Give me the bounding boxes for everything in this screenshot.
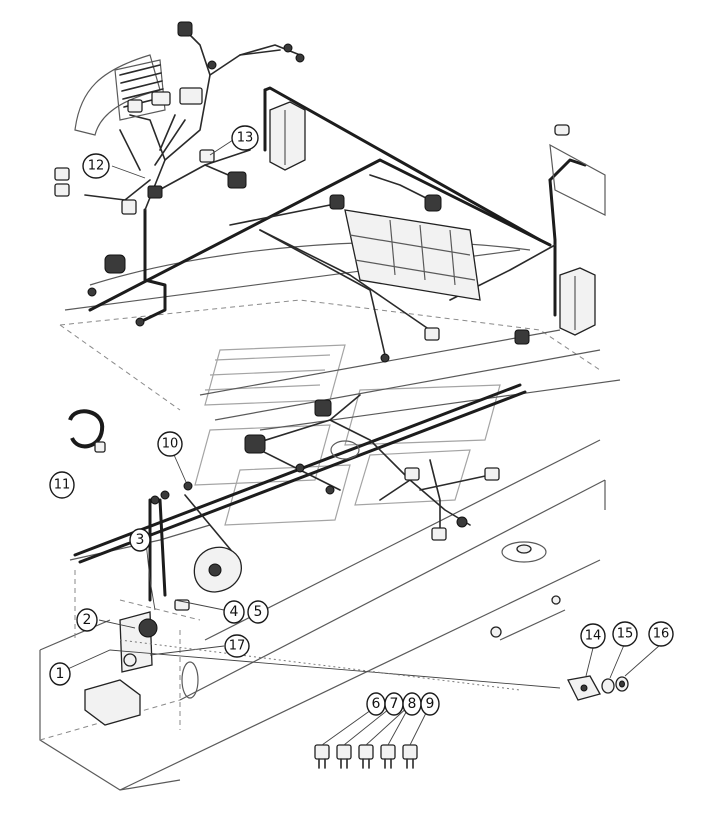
callout-labels: 1 2 3 4 5 6 7 8 xyxy=(49,125,674,716)
callout-9-text: 9 xyxy=(426,696,435,712)
callout-16: 16 xyxy=(648,621,674,647)
terminal xyxy=(295,463,305,473)
terminal xyxy=(325,485,335,495)
callout-9: 9 xyxy=(420,692,440,716)
mounting-plate xyxy=(549,143,606,216)
terminal xyxy=(87,287,97,297)
callout-7: 7 xyxy=(384,692,404,716)
connector-top xyxy=(177,21,193,37)
callout-13-text: 13 xyxy=(237,131,254,146)
grommet xyxy=(329,194,345,210)
connector xyxy=(147,185,163,199)
callout-4: 4 xyxy=(223,600,245,624)
terminal xyxy=(150,495,160,505)
starter-terminal xyxy=(208,563,222,577)
callout-15-text: 15 xyxy=(617,627,634,642)
callout-12-text: 12 xyxy=(88,159,105,174)
connector xyxy=(484,467,500,481)
grommet xyxy=(244,434,266,454)
components xyxy=(54,21,606,726)
callout-5: 5 xyxy=(247,600,269,624)
terminal xyxy=(160,490,170,500)
callout-1: 1 xyxy=(49,662,71,686)
connector-grommet xyxy=(227,171,247,189)
callout-10: 10 xyxy=(157,431,183,457)
relay xyxy=(179,87,203,105)
relay xyxy=(151,91,171,106)
callout-7-text: 7 xyxy=(390,696,399,712)
callout-5-text: 5 xyxy=(254,604,263,620)
terminal-hardware xyxy=(567,675,629,701)
callout-6: 6 xyxy=(366,692,386,716)
callout-11: 11 xyxy=(49,471,75,499)
callout-17: 17 xyxy=(224,634,250,658)
connector xyxy=(404,467,420,481)
connector xyxy=(424,327,440,341)
terminal xyxy=(380,353,390,363)
grommet xyxy=(104,254,126,274)
connector xyxy=(121,199,137,215)
callout-10-text: 10 xyxy=(162,437,179,452)
callout-4-text: 4 xyxy=(230,604,239,620)
rear-lamp-right xyxy=(559,267,596,336)
callout-2-text: 2 xyxy=(83,612,92,628)
callout-16-text: 16 xyxy=(653,627,670,642)
rear-lamp-left xyxy=(269,101,306,171)
callout-14-text: 14 xyxy=(585,629,602,644)
callout-11-text: 11 xyxy=(54,478,71,493)
callout-2: 2 xyxy=(76,608,98,632)
connector-13 xyxy=(199,149,215,163)
terminal xyxy=(135,317,145,327)
terminal xyxy=(123,653,137,667)
terminal xyxy=(207,60,217,70)
callout-17-text: 17 xyxy=(229,639,246,654)
battery-box xyxy=(84,679,141,726)
callout-1-text: 1 xyxy=(56,666,65,682)
fuse xyxy=(402,744,418,769)
terminal xyxy=(456,516,468,528)
connector xyxy=(554,124,570,136)
callout-13: 13 xyxy=(231,125,259,151)
fuse xyxy=(358,744,374,769)
callout-3: 3 xyxy=(129,528,151,552)
connector-12 xyxy=(54,183,70,197)
callout-8: 8 xyxy=(402,692,422,716)
watermark-emblem xyxy=(194,344,501,526)
terminal xyxy=(295,53,305,63)
grommet xyxy=(314,399,332,417)
cross-member xyxy=(344,209,481,301)
connector xyxy=(127,99,143,113)
callout-14: 14 xyxy=(580,623,606,649)
battery-switch-knob xyxy=(138,618,158,638)
callout-6-text: 6 xyxy=(372,696,381,712)
connector-12 xyxy=(54,167,70,181)
callout-12: 12 xyxy=(82,153,110,179)
main-harness xyxy=(73,29,587,602)
fastener xyxy=(551,595,561,605)
frame-outline xyxy=(39,439,606,791)
fuse xyxy=(314,744,330,769)
grommet xyxy=(514,329,530,345)
callout-3-text: 3 xyxy=(136,532,145,548)
fuse-set xyxy=(314,744,418,769)
washer xyxy=(601,678,615,694)
grommet xyxy=(424,194,442,212)
fuse xyxy=(380,744,396,769)
grommet-10 xyxy=(183,481,193,491)
hose-clamp xyxy=(68,409,106,453)
fuse xyxy=(336,744,352,769)
terminal xyxy=(283,43,293,53)
connector xyxy=(431,527,447,541)
callout-8-text: 8 xyxy=(408,696,417,712)
callout-15: 15 xyxy=(612,621,638,647)
fastener xyxy=(490,626,502,638)
